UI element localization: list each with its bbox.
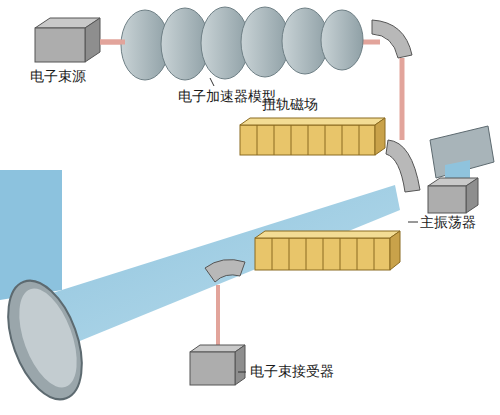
light-beam [445, 160, 470, 180]
source-box [85, 18, 100, 62]
accelerator-discs [121, 7, 363, 80]
bending-magnet [205, 260, 245, 282]
part-label: 电子加速器模型 [178, 88, 276, 105]
receiver-box [190, 352, 235, 385]
part-label: 扭轨磁场 [262, 96, 318, 113]
bending-magnet [386, 140, 420, 192]
part-label: 电子束接受器 [250, 363, 334, 380]
light-beam [30, 185, 400, 345]
bending-magnet [372, 20, 412, 58]
electron-beam [400, 58, 405, 140]
receiver-box [235, 345, 245, 385]
part-label: 主振荡器 [420, 214, 476, 231]
part-label: 电子束源 [30, 68, 86, 85]
mirror [0, 271, 96, 409]
leader-line [210, 78, 214, 86]
undulator-magnets [240, 118, 400, 270]
electron-beam [216, 285, 220, 345]
oscillator-box [466, 178, 478, 213]
leader-line [238, 372, 246, 373]
leader-line [408, 222, 418, 223]
mirror-face [8, 281, 89, 395]
oscillator-box [428, 186, 466, 213]
source-box [35, 28, 85, 62]
